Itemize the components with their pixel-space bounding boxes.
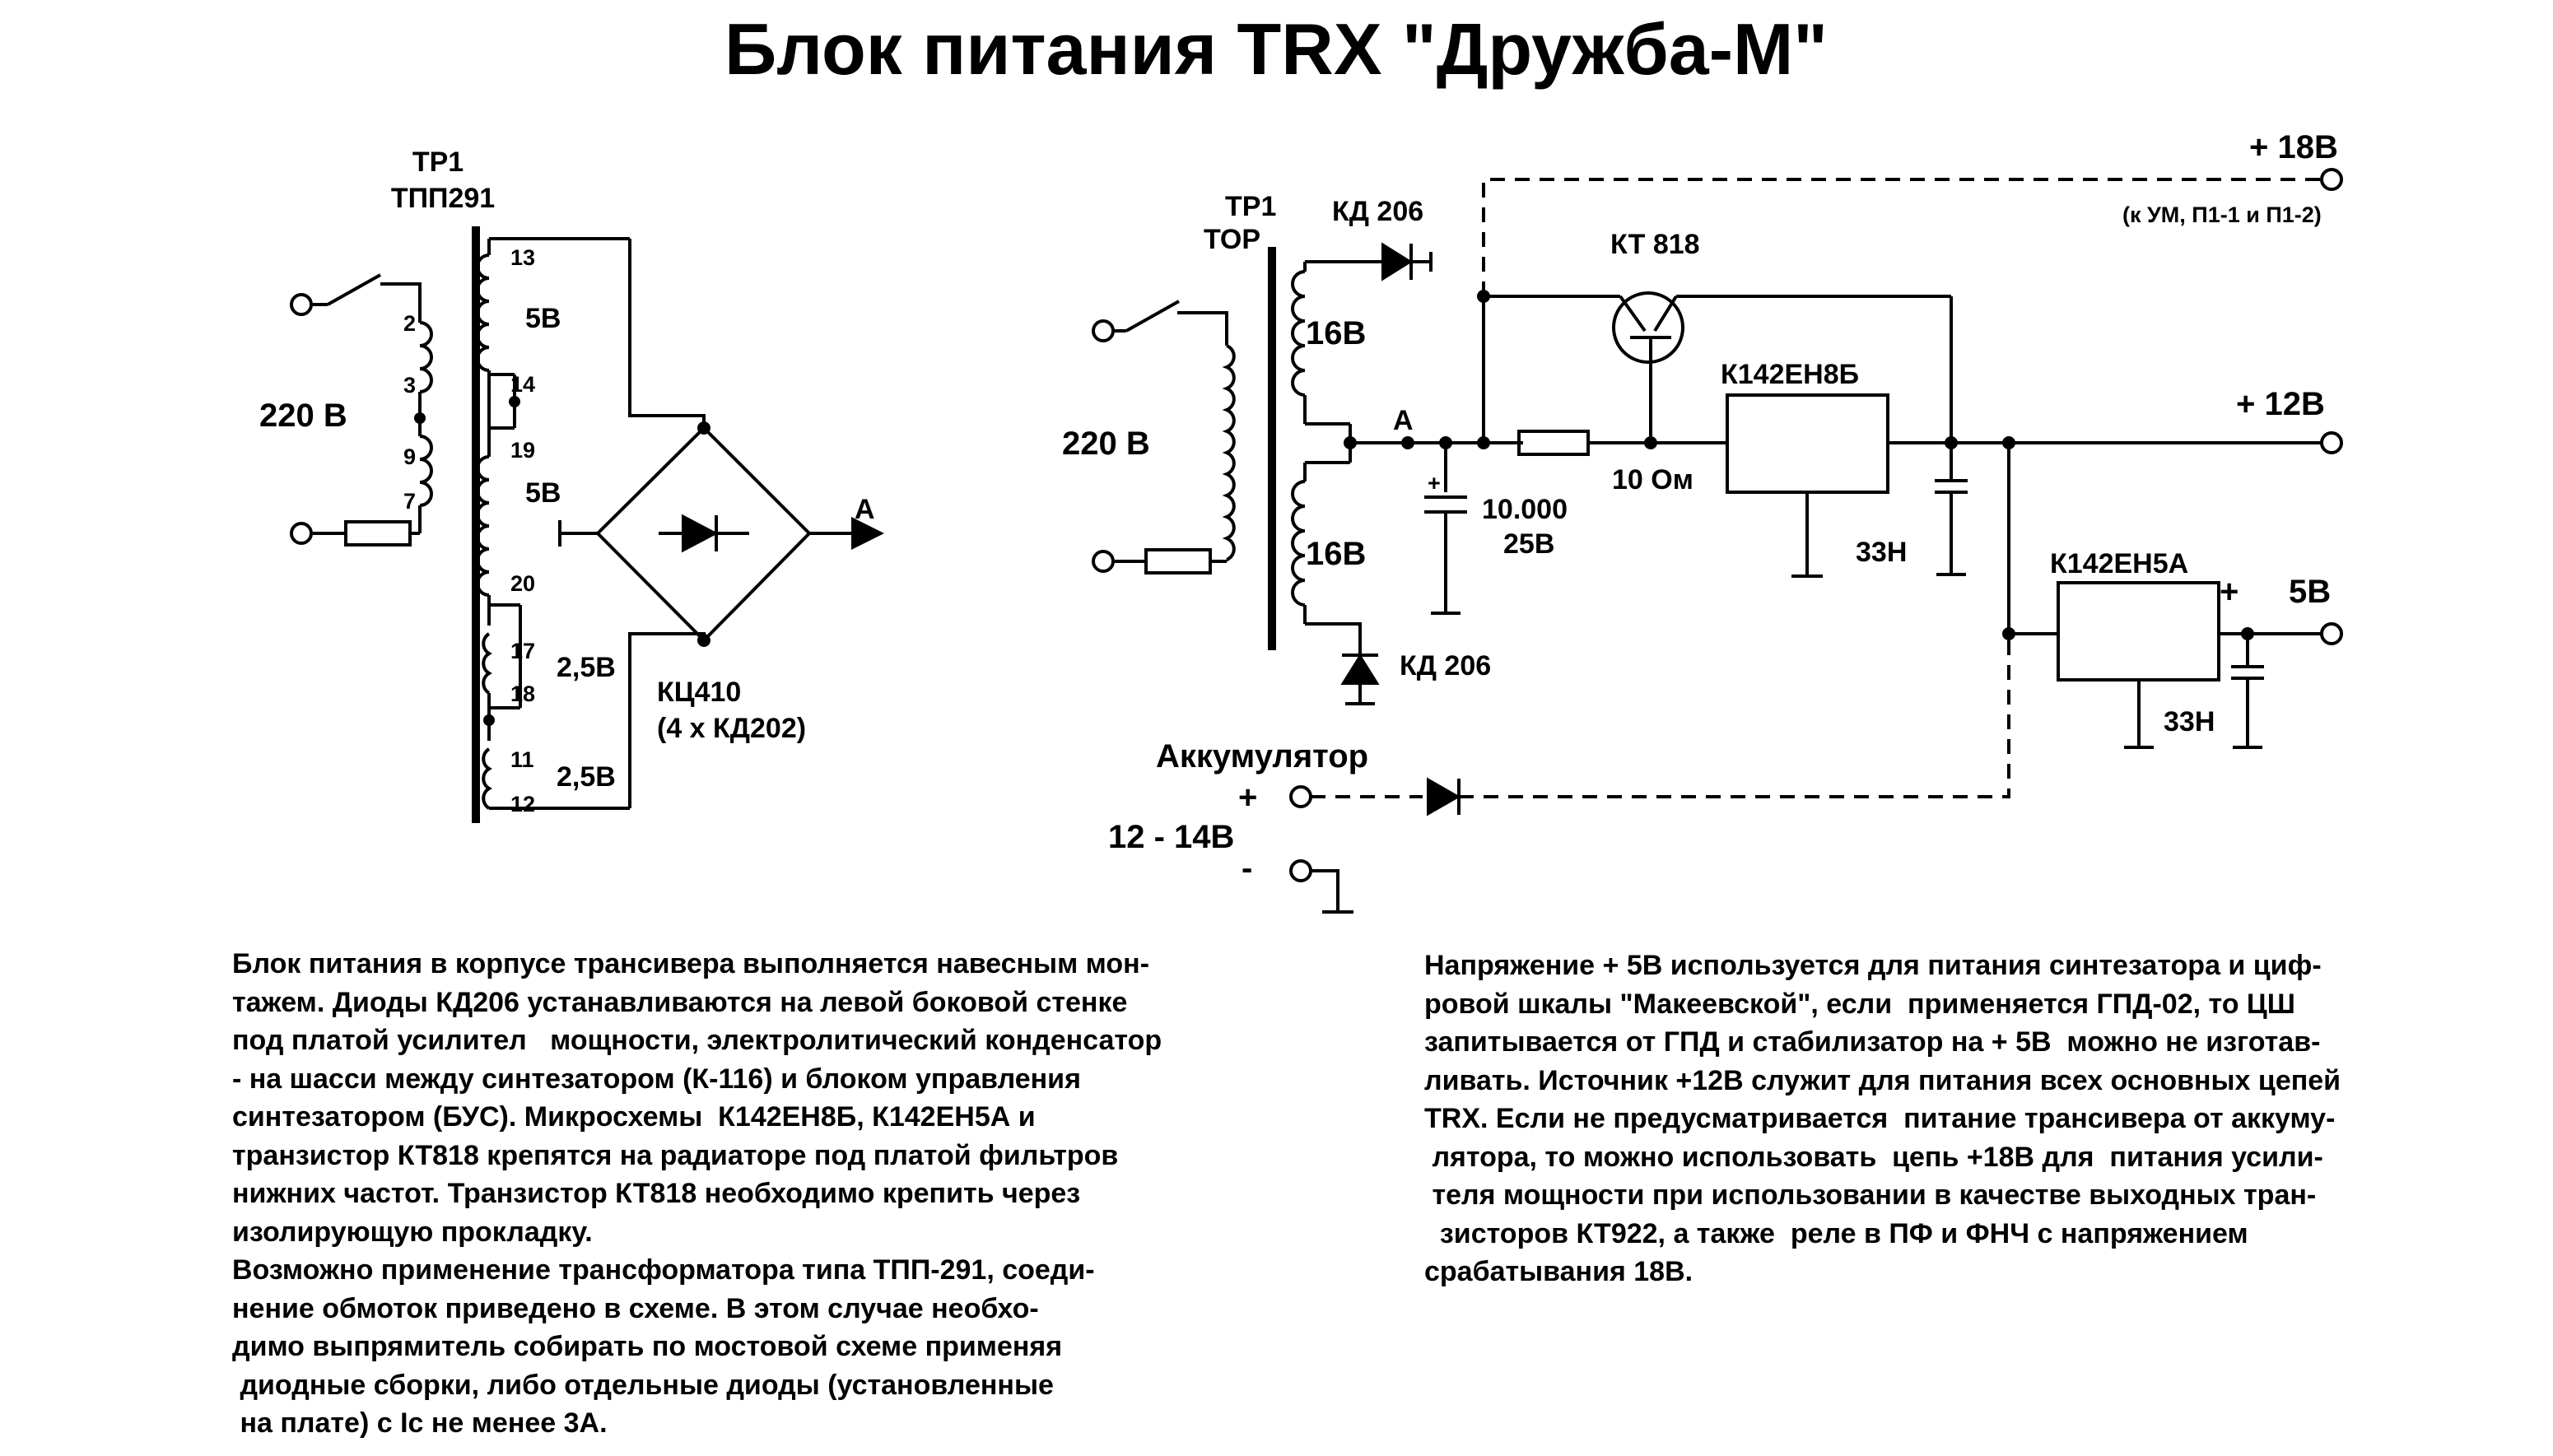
diode-kd206-top-icon — [1381, 242, 1413, 281]
capacitor-main-value: 10.000 — [1482, 494, 1568, 525]
pin-18: 18 — [510, 681, 535, 706]
fuse-right — [1144, 548, 1212, 574]
mains-voltage-right: 220 В — [1062, 426, 1150, 462]
mains-voltage-left: 220 В — [259, 398, 347, 434]
battery-minus-label: - — [1242, 850, 1252, 886]
capacitor-main-voltage: 25В — [1503, 528, 1554, 560]
power-switch — [327, 273, 381, 306]
winding-17-18-voltage: 2,5В — [557, 652, 616, 683]
pin-7: 7 — [403, 489, 416, 514]
pin-14: 14 — [510, 372, 535, 397]
left-circuit — [290, 226, 884, 823]
pin-12: 12 — [510, 792, 535, 816]
right-labels: ТР1 ТОР 220 В 16В 16В КД 206 КД 206 А + … — [1062, 129, 2338, 886]
winding-13-14-voltage: 5В — [525, 303, 561, 334]
tr1-label-left: ТР1 — [412, 147, 464, 178]
mains-terminal-top — [290, 293, 313, 316]
mains-terminal-bottom — [290, 522, 313, 545]
mains-terminal-bottom-right — [1092, 550, 1115, 573]
tr1-label-right: ТР1 — [1225, 191, 1276, 222]
pin-17: 17 — [510, 639, 535, 663]
terminal-12v — [2320, 431, 2343, 454]
terminal-5v — [2320, 622, 2343, 645]
regulator-k142en8b — [1726, 393, 1889, 494]
pin-3: 3 — [403, 373, 416, 398]
primary-winding-lower — [419, 435, 433, 507]
node-a-label: А — [1393, 405, 1414, 436]
capacitor-plus-sign: + — [1428, 471, 1441, 495]
out-5v-plus: + — [2220, 574, 2239, 610]
bridge-name: КЦ410 — [657, 677, 741, 708]
regulator-12-label: К142ЕН8Б — [1721, 359, 1859, 390]
right-circuit — [1092, 168, 2343, 914]
pin-13: 13 — [510, 245, 535, 270]
winding-11-12 — [482, 747, 492, 810]
primary-winding-upper — [419, 321, 433, 393]
resistor-label: 10 Ом — [1612, 464, 1693, 495]
diode-top-label: КД 206 — [1332, 196, 1423, 227]
winding-lower-voltage: 16В — [1306, 536, 1366, 572]
winding-19-20 — [476, 455, 490, 597]
winding-17-18 — [482, 632, 492, 695]
battery-voltage: 12 - 14В — [1108, 819, 1234, 855]
regulator-k142en5a — [2057, 581, 2220, 681]
pin-11: 11 — [510, 747, 534, 772]
line-18v-dashed — [1482, 178, 2322, 296]
out-18v-note: (к УМ, П1-1 и П1-2) — [2122, 202, 2322, 227]
bridge-output-label: А — [855, 494, 875, 525]
out-18v-label: + 18В — [2249, 129, 2338, 165]
pin-20: 20 — [510, 571, 535, 596]
pin-2: 2 — [403, 311, 416, 336]
winding-11-12-voltage: 2,5В — [557, 761, 616, 793]
transistor-label: КТ 818 — [1610, 229, 1700, 260]
secondary-lower-right — [1291, 480, 1306, 607]
winding-upper-voltage: 16В — [1306, 315, 1366, 351]
terminal-18v — [2320, 168, 2343, 191]
fuse-left — [344, 520, 412, 547]
pin-9: 9 — [403, 444, 416, 469]
left-labels: ТР1 ТПП291 220 В 2 3 9 7 13 14 19 20 17 … — [259, 147, 875, 816]
mains-terminal-top-right — [1092, 319, 1115, 342]
winding-19-20-voltage: 5В — [525, 477, 561, 509]
out-5v-label: 5В — [2289, 574, 2331, 610]
diode-kd206-bottom-icon — [1340, 654, 1380, 685]
battery-title: Аккумулятор — [1156, 738, 1368, 775]
battery-plus-label: + — [1238, 779, 1257, 816]
tr1-type-right: ТОР — [1204, 224, 1260, 255]
page-title: Блок питания TRX "Дружба-М" — [724, 8, 1828, 90]
resistor-10-ohm — [1517, 430, 1590, 456]
cap-33n-a-label: 33Н — [1856, 537, 1907, 568]
tr1-type-left: ТПП291 — [391, 183, 495, 214]
transistor-kt818 — [1612, 291, 1684, 364]
winding-13-14 — [476, 254, 490, 372]
battery-terminal-plus — [1289, 785, 1312, 808]
battery-diode-icon — [1427, 777, 1461, 816]
out-12v-label: + 12В — [2236, 386, 2325, 422]
notes-right: Напряжение + 5В используется для питания… — [1424, 950, 2341, 1287]
primary-winding-right — [1222, 344, 1236, 561]
pin-19: 19 — [510, 438, 535, 463]
cap-33n-b-label: 33Н — [2164, 706, 2215, 737]
bridge-diode-icon — [682, 514, 719, 553]
bridge-note: (4 х КД202) — [657, 713, 806, 744]
secondary-upper-right — [1291, 270, 1306, 397]
power-switch-right — [1125, 300, 1180, 333]
battery-terminal-minus — [1289, 859, 1312, 882]
diode-bottom-label: КД 206 — [1400, 650, 1491, 681]
notes-left: Блок питания в корпусе трансивера выполн… — [232, 948, 1162, 1439]
regulator-5-label: К142ЕН5А — [2050, 548, 2188, 579]
